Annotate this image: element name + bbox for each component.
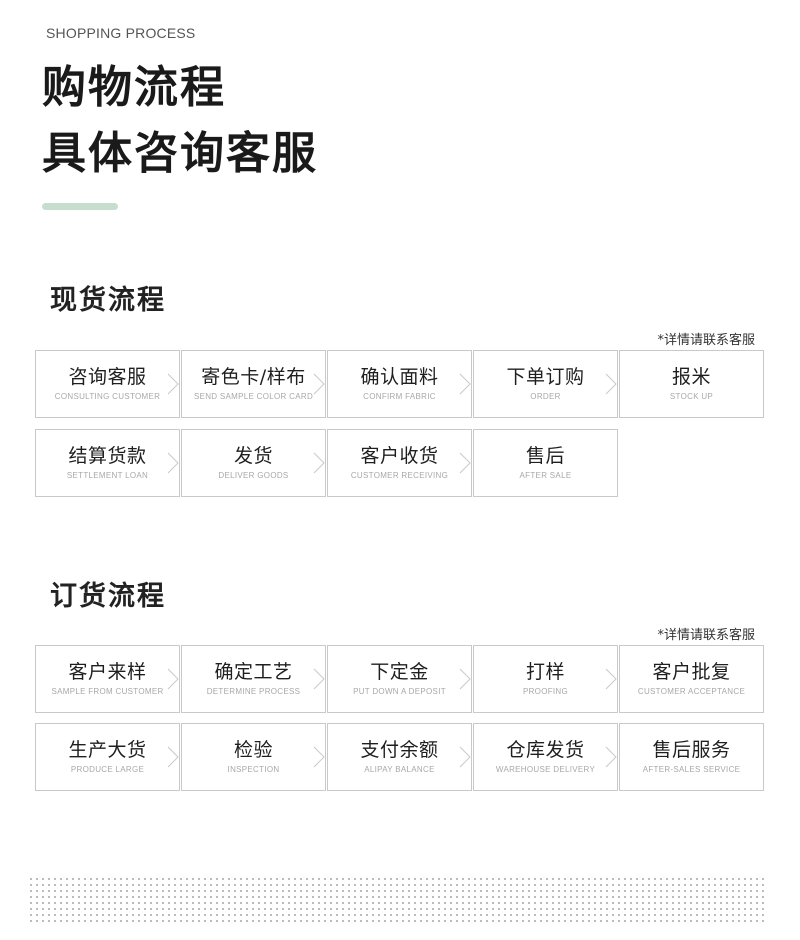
step-subtitle: CUSTOMER ACCEPTANCE: [637, 687, 746, 697]
step-title: 客户来样: [68, 660, 147, 683]
step-card: 检验 INSPECTION: [181, 723, 326, 791]
chevron-right-icon: [605, 668, 617, 690]
chevron-right-icon: [605, 373, 617, 395]
step-card: 客户批复 CUSTOMER ACCEPTANCE: [619, 645, 764, 713]
step-title: 售后: [525, 444, 565, 467]
step-subtitle: SEND SAMPLE COLOR CARD: [193, 392, 314, 402]
step-card: 支付余额 ALIPAY BALANCE: [327, 723, 472, 791]
chevron-right-icon: [313, 668, 325, 690]
step-subtitle: PROOFING: [522, 687, 569, 697]
chevron-right-icon: [167, 452, 179, 474]
step-title: 咨询客服: [68, 365, 147, 388]
step-subtitle: ORDER: [530, 392, 561, 402]
chevron-right-icon: [459, 746, 471, 768]
page-title-line1: 购物流程: [42, 62, 226, 113]
step-title: 仓库发货: [506, 738, 585, 761]
step-card: 报米 STOCK UP: [619, 350, 764, 418]
chevron-right-icon: [459, 452, 471, 474]
step-card: 下定金 PUT DOWN A DEPOSIT: [327, 645, 472, 713]
chevron-right-icon: [167, 668, 179, 690]
chevron-right-icon: [313, 452, 325, 474]
step-card: 客户来样 SAMPLE FROM CUSTOMER: [35, 645, 180, 713]
step-title: 结算货款: [68, 444, 147, 467]
chevron-right-icon: [167, 373, 179, 395]
step-title: 客户批复: [652, 660, 731, 683]
chevron-right-icon: [313, 746, 325, 768]
title-accent-bar: [42, 203, 118, 210]
section-title-order-process: 订货流程: [50, 581, 166, 612]
step-subtitle: INSPECTION: [227, 765, 280, 775]
step-card: 售后 AFTER SALE: [473, 429, 618, 497]
step-subtitle: SETTLEMENT LOAN: [66, 471, 149, 481]
step-title: 客户收货: [360, 444, 439, 467]
step-title: 下定金: [370, 660, 429, 683]
dot-pattern-decoration: [28, 876, 768, 926]
step-subtitle: AFTER-SALES SERVICE: [642, 765, 741, 775]
step-subtitle: STOCK UP: [669, 392, 714, 402]
step-card: 仓库发货 WAREHOUSE DELIVERY: [473, 723, 618, 791]
page-title-line2: 具体咨询客服: [42, 128, 318, 179]
step-title: 发货: [233, 444, 273, 467]
step-title: 下单订购: [506, 365, 585, 388]
process-row: 生产大货 PRODUCE LARGE 检验 INSPECTION 支付余额 AL…: [35, 723, 764, 791]
step-title: 生产大货: [68, 738, 147, 761]
step-card: 生产大货 PRODUCE LARGE: [35, 723, 180, 791]
step-title: 售后服务: [652, 738, 731, 761]
step-title: 报米: [671, 365, 711, 388]
process-row: 咨询客服 CONSULTING CUSTOMER 寄色卡/样布 SEND SAM…: [35, 350, 764, 418]
step-title: 确定工艺: [214, 660, 293, 683]
step-subtitle: ALIPAY BALANCE: [364, 765, 435, 775]
step-title: 支付余额: [360, 738, 439, 761]
section-title-stock-process: 现货流程: [50, 285, 166, 316]
step-subtitle: DETERMINE PROCESS: [206, 687, 301, 697]
step-subtitle: CUSTOMER RECEIVING: [350, 471, 449, 481]
chevron-right-icon: [167, 746, 179, 768]
step-card: 下单订购 ORDER: [473, 350, 618, 418]
step-card: 结算货款 SETTLEMENT LOAN: [35, 429, 180, 497]
step-subtitle: PUT DOWN A DEPOSIT: [353, 687, 446, 697]
step-title: 打样: [525, 660, 565, 683]
step-card: 确定工艺 DETERMINE PROCESS: [181, 645, 326, 713]
chevron-right-icon: [313, 373, 325, 395]
step-title: 检验: [233, 738, 273, 761]
step-subtitle: CONFIRM FABRIC: [363, 392, 436, 402]
section-note-order: *详情请联系客服: [657, 628, 755, 643]
step-card: 售后服务 AFTER-SALES SERVICE: [619, 723, 764, 791]
section-note-stock: *详情请联系客服: [657, 333, 755, 348]
step-subtitle: SAMPLE FROM CUSTOMER: [51, 687, 164, 697]
step-card: 寄色卡/样布 SEND SAMPLE COLOR CARD: [181, 350, 326, 418]
step-subtitle: CONSULTING CUSTOMER: [54, 392, 161, 402]
eyebrow-label: SHOPPING PROCESS: [46, 25, 196, 41]
step-subtitle: PRODUCE LARGE: [70, 765, 145, 775]
step-card: 咨询客服 CONSULTING CUSTOMER: [35, 350, 180, 418]
step-subtitle: WAREHOUSE DELIVERY: [495, 765, 596, 775]
chevron-right-icon: [459, 668, 471, 690]
process-row: 结算货款 SETTLEMENT LOAN 发货 DELIVER GOODS 客户…: [35, 429, 618, 497]
step-title: 确认面料: [360, 365, 439, 388]
step-card: 发货 DELIVER GOODS: [181, 429, 326, 497]
step-title: 寄色卡/样布: [201, 365, 306, 388]
step-subtitle: AFTER SALE: [519, 471, 572, 481]
step-card: 客户收货 CUSTOMER RECEIVING: [327, 429, 472, 497]
chevron-right-icon: [459, 373, 471, 395]
chevron-right-icon: [605, 746, 617, 768]
process-row: 客户来样 SAMPLE FROM CUSTOMER 确定工艺 DETERMINE…: [35, 645, 764, 713]
step-subtitle: DELIVER GOODS: [218, 471, 289, 481]
step-card: 打样 PROOFING: [473, 645, 618, 713]
step-card: 确认面料 CONFIRM FABRIC: [327, 350, 472, 418]
